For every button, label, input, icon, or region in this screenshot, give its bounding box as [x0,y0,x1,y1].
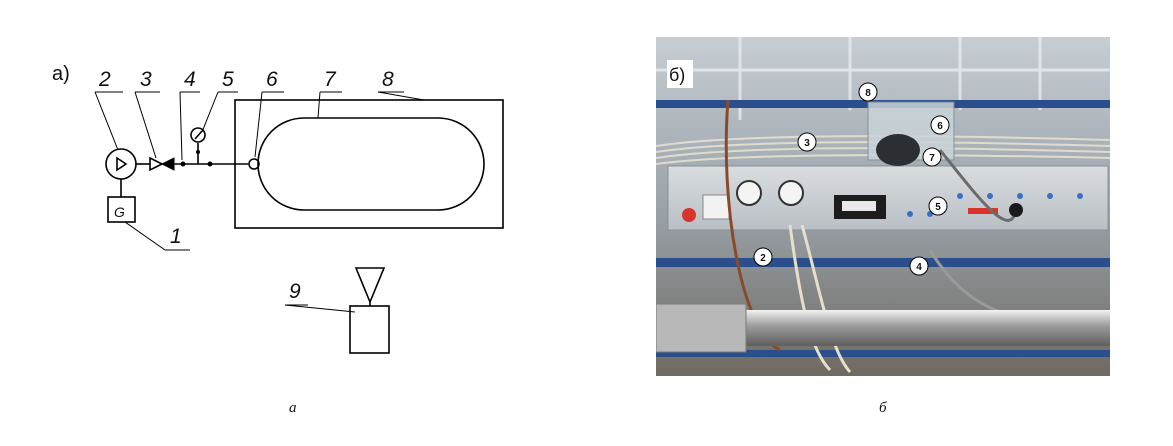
marker-3: 3 [797,132,817,152]
marker-8: 8 [858,82,878,102]
part-number-5: 5 [222,68,234,91]
rack-bar-middle [656,258,1110,267]
part-number-2: 2 [98,68,111,91]
marker-7: 7 [922,147,942,167]
pipe-coupling [656,303,747,353]
leader-lines [94,91,425,313]
balloon-vessel [876,134,920,166]
panel-sockets [907,193,1083,217]
schematic-panel-label: а) [52,63,70,85]
part-number-3: 3 [140,68,152,91]
part-number-4: 4 [184,68,196,91]
junction-node [207,161,213,167]
switch-box [702,194,730,220]
emergency-stop [682,208,696,222]
schematic-caption: а [289,400,297,416]
pump-symbol [105,148,137,197]
svg-text:4: 4 [916,262,922,273]
photo-markers: 2 3 4 5 6 7 8 [753,82,950,276]
tube-bundle [656,135,1110,165]
gauge-dial [778,180,804,206]
marker-6: 6 [930,115,950,135]
photo-label-box [667,60,693,88]
gauge-dial [736,180,762,206]
schematic: а) 1 2 3 4 5 6 7 8 [52,63,504,416]
marker-4: 4 [909,256,929,276]
photo-caption: б [879,400,887,416]
marker-2: 2 [753,247,773,267]
photo-panel-label: б) [669,65,685,85]
vessel-outline [257,117,485,211]
red-tag [968,208,998,214]
junction-node [180,161,186,167]
marker-5: 5 [928,196,948,216]
svg-text:3: 3 [804,138,810,149]
svg-text:2: 2 [760,253,766,264]
control-panel [667,165,1109,231]
generator-letter: G [114,204,125,220]
svg-text:8: 8 [865,88,871,99]
part-number-7: 7 [324,68,337,91]
enclosure-outline [234,99,504,229]
rack-bar-bottom [656,350,1110,357]
black-valve [1009,203,1023,217]
heater-symbol [349,267,390,354]
valve-symbol [149,156,175,172]
part-number-1: 1 [170,225,182,248]
photograph: б) 2 3 4 5 6 7 8 б [656,37,1110,416]
svg-text:5: 5 [935,202,941,213]
part-number-9: 9 [289,280,301,303]
part-number-6: 6 [266,68,278,91]
svg-text:6: 6 [937,121,943,132]
svg-text:7: 7 [929,153,935,164]
part-number-8: 8 [382,68,394,91]
generator-symbol: G [107,196,136,223]
fitting-symbol [248,158,260,170]
pressure-gauge-symbol [190,127,206,164]
